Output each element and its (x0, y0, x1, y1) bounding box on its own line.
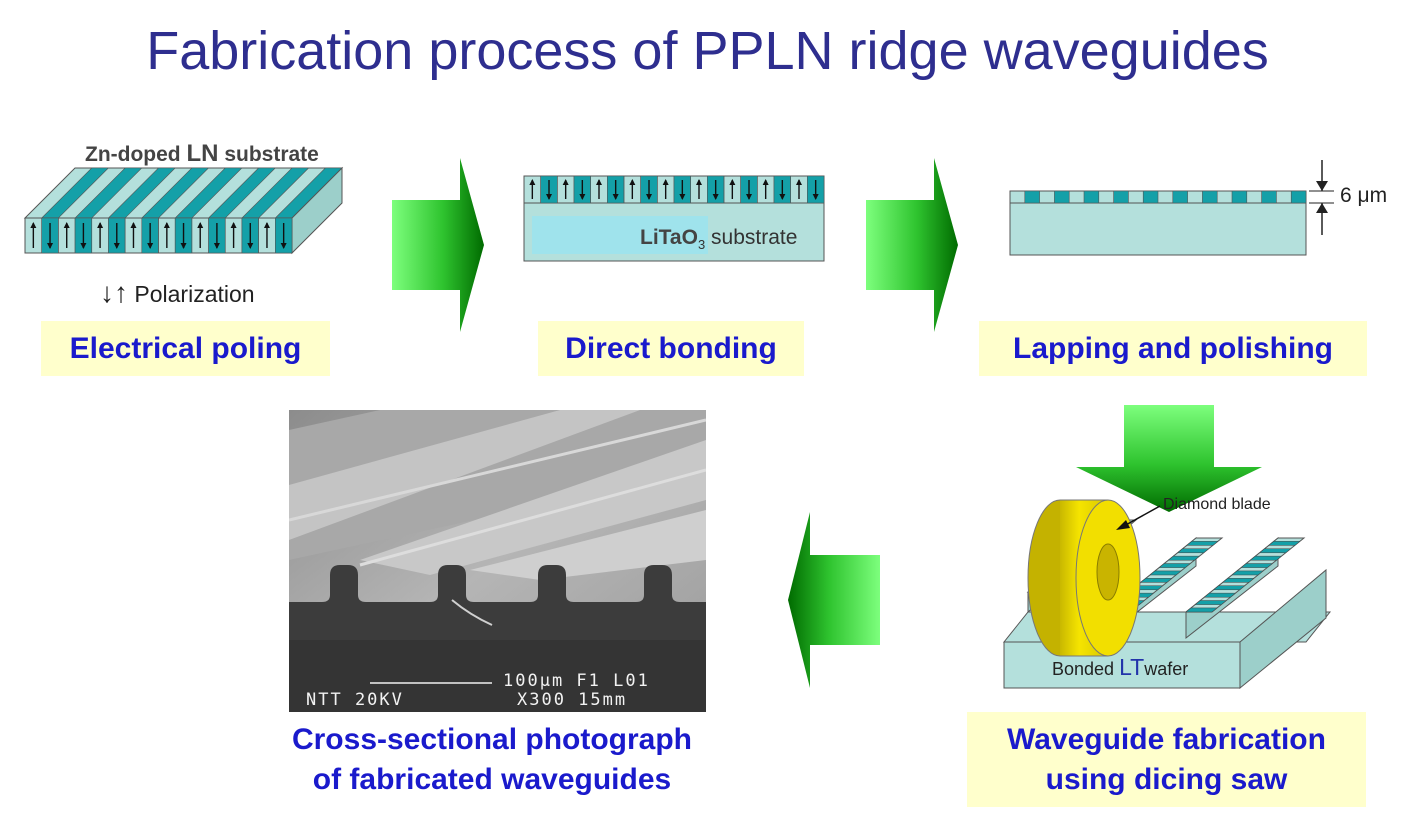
polarization-up-arrow-icon (163, 222, 170, 248)
polarization-down-arrow-icon (612, 180, 619, 200)
thickness-label: 6 μm (1340, 184, 1388, 207)
sem-scale-label: 100μm F1 L01 (503, 671, 650, 691)
polarization-up-arrow-icon (230, 222, 237, 248)
polarization-up-arrow-icon (30, 222, 37, 248)
bonding-diagram (523, 175, 825, 262)
caption-direct-bonding: Direct bonding (538, 321, 804, 376)
caption-waveguide-fabrication: Waveguide fabrication using dicing saw (967, 712, 1366, 807)
polarization-up-arrow-icon (629, 179, 636, 199)
polarization-down-arrow-icon (80, 223, 87, 249)
polarization-down-arrow-icon (646, 180, 652, 200)
diamond-blade (1027, 499, 1141, 657)
polarization-up-arrow-icon (662, 179, 669, 199)
polarization-down-arrow-icon (180, 223, 187, 249)
dicing-diagram (1002, 499, 1332, 690)
page-title: Fabrication process of PPLN ridge wavegu… (146, 21, 1269, 81)
polarization-down-arrow-icon (812, 180, 819, 200)
polarization-up-arrow-icon (130, 222, 137, 248)
polarization-legend: ↓↑ Polarization (100, 277, 255, 308)
polarization-up-arrow-icon (796, 179, 802, 199)
polarization-down-arrow-icon (280, 223, 287, 249)
polarization-up-arrow-icon (197, 222, 204, 248)
arrow-down (1076, 405, 1262, 512)
polarization-up-arrow-icon (529, 179, 536, 199)
arrow-right-1 (392, 158, 484, 332)
polarization-down-arrow-icon (779, 180, 786, 200)
ln-substrate-label: Zn-doped LN substrate (85, 140, 319, 167)
polarization-down-arrow-icon (712, 180, 719, 200)
polarization-down-arrow-icon (113, 223, 120, 249)
polarization-down-arrow-icon (213, 223, 220, 249)
polarization-down-arrow-icon (746, 180, 752, 200)
polarization-down-arrow-icon (546, 180, 552, 200)
polarization-up-arrow-icon (63, 222, 70, 248)
polarization-down-arrow-icon (147, 223, 154, 249)
arrow-right-2 (866, 158, 958, 332)
polarization-up-arrow-icon (97, 222, 104, 248)
caption-lapping-polishing: Lapping and polishing (979, 321, 1367, 376)
litao3-substrate-label: LiTaO3 substrate (640, 226, 798, 253)
sem-info-left: NTT 20KV (306, 690, 404, 710)
polarization-up-arrow-icon (596, 179, 602, 199)
polarization-down-arrow-icon (579, 180, 586, 200)
polarization-up-arrow-icon (562, 179, 569, 199)
lapping-diagram (1009, 160, 1334, 256)
sem-photograph (289, 410, 706, 712)
polarization-up-arrow-icon (762, 179, 769, 199)
poling-block (23, 166, 344, 255)
bonded-lt-wafer-label: Bonded LTwafer (1052, 654, 1189, 680)
arrow-left (788, 512, 880, 688)
diamond-blade-label: Diamond blade (1163, 496, 1271, 513)
sem-info-right: X300 15mm (517, 690, 628, 710)
polarization-down-arrow-icon (47, 223, 54, 249)
polarization-down-arrow-icon (247, 223, 254, 249)
polarization-up-arrow-icon (263, 222, 270, 248)
polarization-up-arrow-icon (729, 179, 736, 199)
caption-cross-section: Cross-sectional photograph of fabricated… (291, 723, 693, 796)
polarization-arrows-icon: ↓↑ (100, 277, 128, 308)
polarization-down-arrow-icon (679, 180, 686, 200)
caption-electrical-poling: Electrical poling (41, 321, 330, 376)
polarization-up-arrow-icon (696, 179, 702, 199)
